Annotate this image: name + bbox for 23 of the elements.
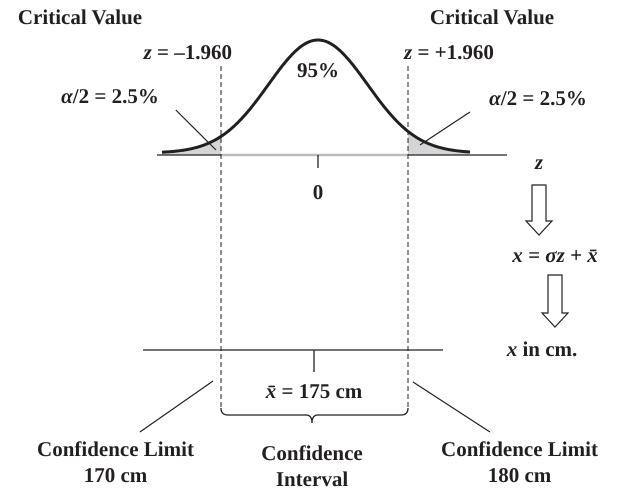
heading-text: Critical Value xyxy=(430,4,554,30)
hollow-arrow xyxy=(540,274,570,328)
leader-line xyxy=(420,112,470,146)
shaded-tail xyxy=(408,131,470,155)
limit-label: Confidence Limit 180 cm xyxy=(440,436,599,488)
tick-label: 0 xyxy=(312,179,324,205)
critical-value: z = –1.960 xyxy=(144,39,232,65)
shaded-tail xyxy=(162,136,221,155)
heading-text: Critical Value xyxy=(18,4,142,30)
hollow-arrow xyxy=(524,184,554,236)
limit-label: Confidence Limit 170 cm xyxy=(36,436,195,488)
leader-line xyxy=(412,382,490,432)
critical-value: z = +1.960 xyxy=(404,39,494,65)
unit-label: x in cm. xyxy=(506,336,578,362)
mean-label: x̄ = 175 cm xyxy=(266,378,362,404)
leader-line xyxy=(175,110,216,150)
percent-label: 95% xyxy=(297,57,339,83)
leader-line xyxy=(140,380,214,432)
axis-label: z xyxy=(534,149,544,175)
annotation-text: α/2 = 2.5% xyxy=(61,83,159,109)
annotation-text: α/2 = 2.5% xyxy=(489,85,587,111)
formula: x = σz + x̄ xyxy=(512,242,598,268)
interval-label: Confidence Interval xyxy=(260,440,364,492)
